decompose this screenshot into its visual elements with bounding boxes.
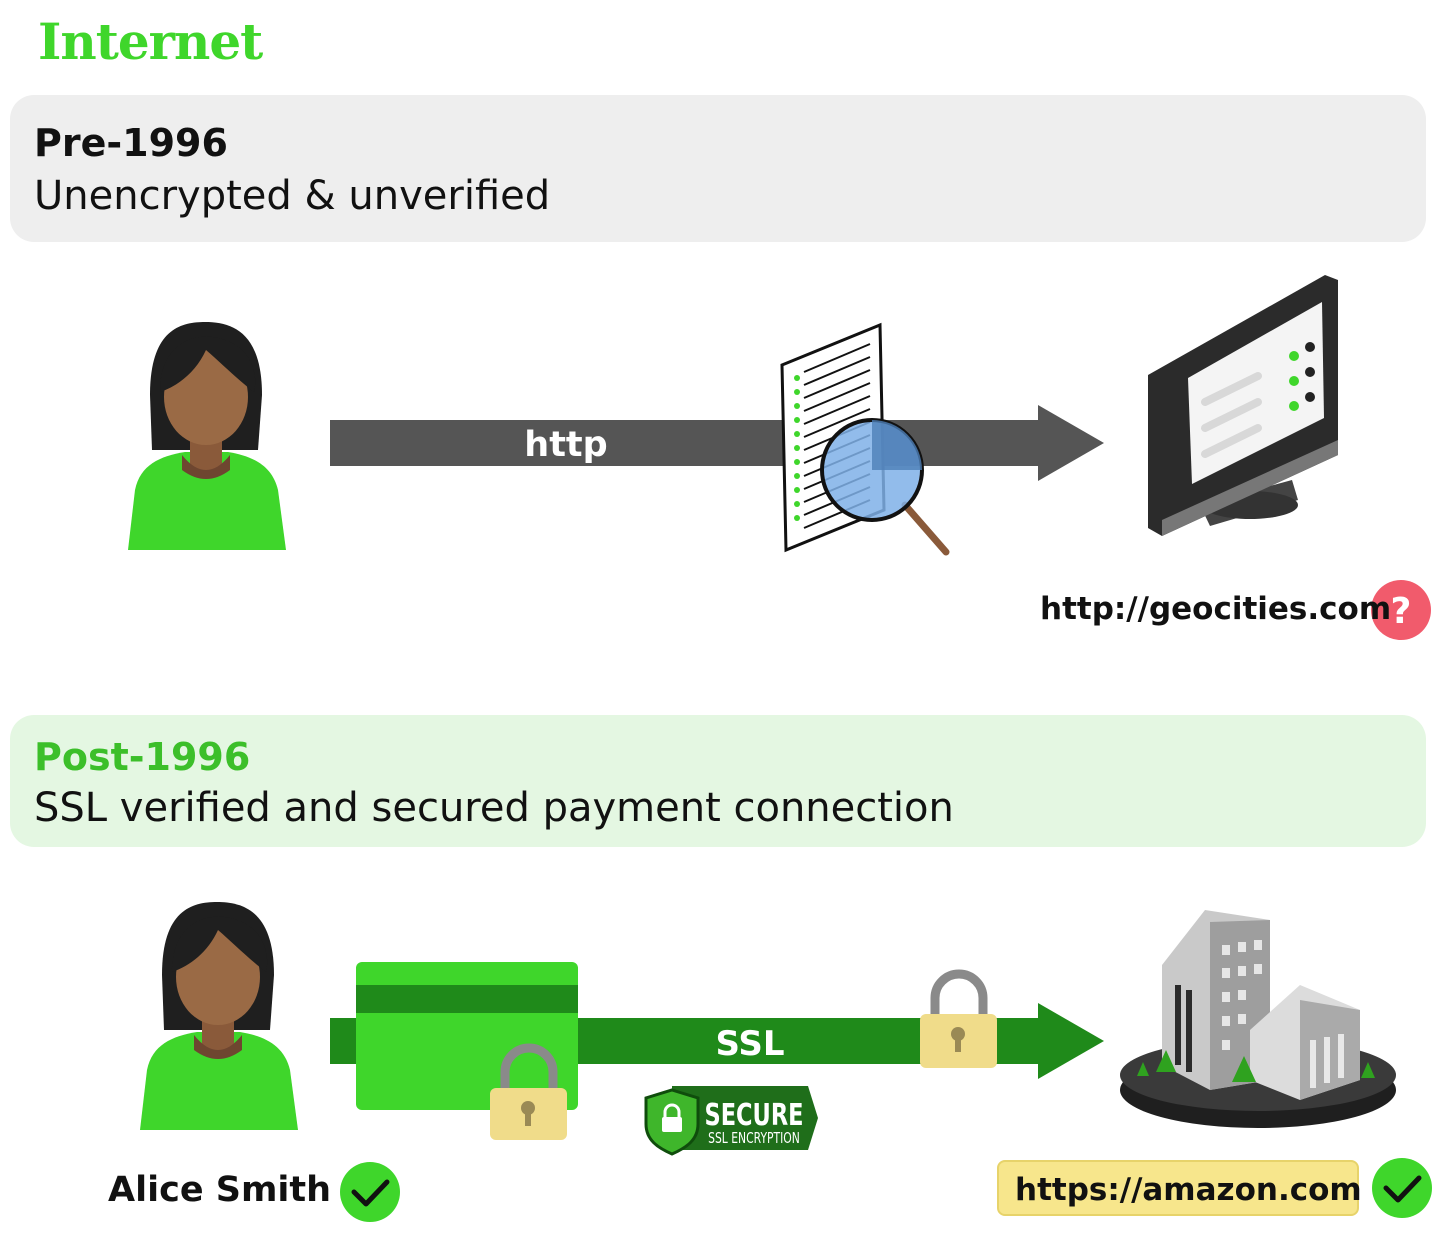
page-title: Internet (38, 12, 263, 71)
http-arrow (330, 405, 1104, 481)
secure-badge-subtitle: SSL ENCRYPTION (708, 1130, 800, 1147)
company-building-icon (1120, 910, 1396, 1128)
check-icon (340, 1162, 400, 1222)
user-icon (128, 322, 286, 550)
secure-badge-title: SECURE (705, 1098, 804, 1133)
monitor-icon (1148, 275, 1338, 536)
amazon-url-box (997, 1160, 1359, 1216)
amazon-url: https://amazon.com (1015, 1172, 1362, 1208)
check-icon (1372, 1158, 1432, 1218)
credit-card-icon (356, 962, 578, 1110)
geocities-url: http://geocities.com (1040, 591, 1392, 627)
pre-era-description: Unencrypted & unverified (34, 173, 551, 219)
user-icon (140, 902, 298, 1130)
post-era-description: SSL verified and secured payment connect… (34, 785, 954, 831)
pre-era-heading: Pre-1996 (34, 121, 228, 165)
user-name: Alice Smith (108, 1170, 332, 1210)
http-arrow-label: http (524, 425, 607, 465)
question-icon: ? (1371, 580, 1431, 640)
pre-1996-panel: Pre-1996 Unencrypted & unverified (10, 95, 1426, 242)
post-1996-panel: Post-1996 SSL verified and secured payme… (10, 715, 1426, 847)
ssl-secure-badge (644, 1086, 818, 1156)
ssl-arrow-label: SSL (715, 1024, 784, 1064)
post-era-heading: Post-1996 (34, 735, 251, 779)
svg-text:?: ? (1391, 591, 1412, 632)
lock-icon (920, 969, 997, 1068)
lock-icon (490, 1043, 567, 1140)
inspected-document-icon (780, 322, 950, 556)
